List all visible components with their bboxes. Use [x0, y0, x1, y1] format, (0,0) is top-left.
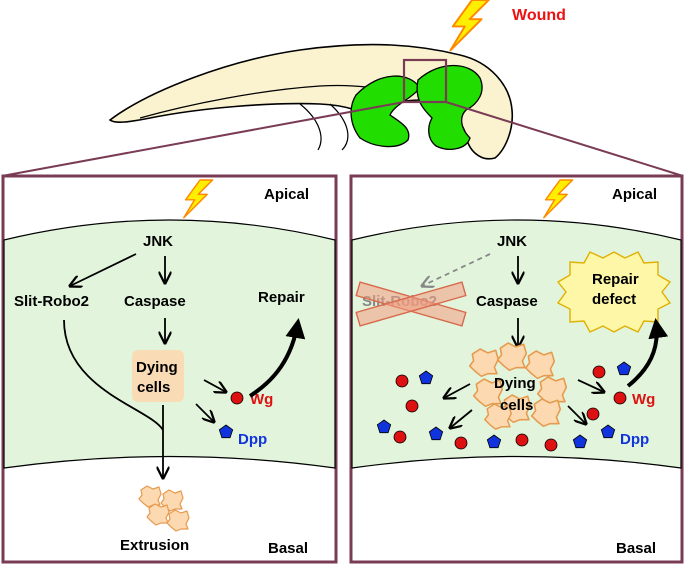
left-repair-label: Repair	[258, 289, 305, 306]
pouch-green-left	[350, 75, 421, 148]
left-arrow-dying-wg	[203, 379, 226, 392]
left-wg-dot	[230, 391, 244, 405]
right-arrow-out-3	[567, 405, 586, 424]
left-wg-label: Wg	[250, 391, 273, 408]
right-apical-label: Apical	[612, 186, 657, 203]
disc-fold-2	[299, 103, 349, 151]
right-slit-robo2-cross	[355, 281, 467, 327]
left-basal-label: Basal	[268, 540, 308, 557]
right-wg-label: Wg	[632, 391, 655, 408]
zoom-line-left	[1, 101, 405, 177]
right-dying-label-2: cells	[500, 397, 533, 414]
wound-lightning-icon	[449, 0, 490, 52]
left-panel: Apical Basal JNK Slit-Robo2 Caspase Repa…	[1, 174, 338, 564]
left-apical-label: Apical	[264, 186, 309, 203]
right-arrow-out-2	[450, 409, 473, 428]
wound-zoom-box	[402, 58, 448, 104]
left-arrow-jnk-slit	[70, 253, 137, 286]
left-dpp-label: Dpp	[238, 431, 267, 448]
right-dashed-arrow-jnk-slit	[422, 253, 491, 286]
left-dying-cells-cluster	[132, 350, 184, 402]
right-arrow-to-repair-defect	[626, 318, 669, 388]
wing-disc-illustration: Wound	[1, 0, 684, 177]
right-repair-label-1: Repair	[592, 271, 639, 288]
right-dpp-label: Dpp	[620, 431, 649, 448]
right-arrow-out-1	[444, 383, 471, 398]
pouch-green-right	[416, 65, 483, 150]
left-dying-label-1: Dying	[136, 359, 178, 376]
left-arrow-dying-dpp	[195, 403, 214, 422]
left-jnk-label: JNK	[143, 233, 173, 250]
right-repair-defect-starburst	[556, 251, 672, 333]
right-caspase-label: Caspase	[476, 293, 538, 310]
right-jnk-label: JNK	[497, 233, 527, 250]
right-dying-label-1: Dying	[494, 375, 536, 392]
wound-label: Wound	[512, 7, 566, 24]
left-caspase-label: Caspase	[124, 293, 186, 310]
right-basal-label: Basal	[616, 540, 656, 557]
right-repair-label-2: defect	[592, 291, 636, 308]
zoom-line-right	[445, 101, 684, 177]
left-extrusion-label: Extrusion	[120, 537, 189, 554]
left-arrow-to-repair	[248, 318, 306, 398]
left-dying-label-2: cells	[137, 379, 170, 396]
left-tissue-layer	[3, 219, 336, 469]
left-line-slit-down	[63, 319, 164, 431]
right-panel: Apical Basal JNK Slit-Robo2 Caspase Repa…	[349, 174, 684, 564]
left-slit-robo2-label: Slit-Robo2	[14, 293, 89, 310]
right-arrow-out-4	[577, 379, 604, 392]
disc-outline	[108, 43, 514, 160]
